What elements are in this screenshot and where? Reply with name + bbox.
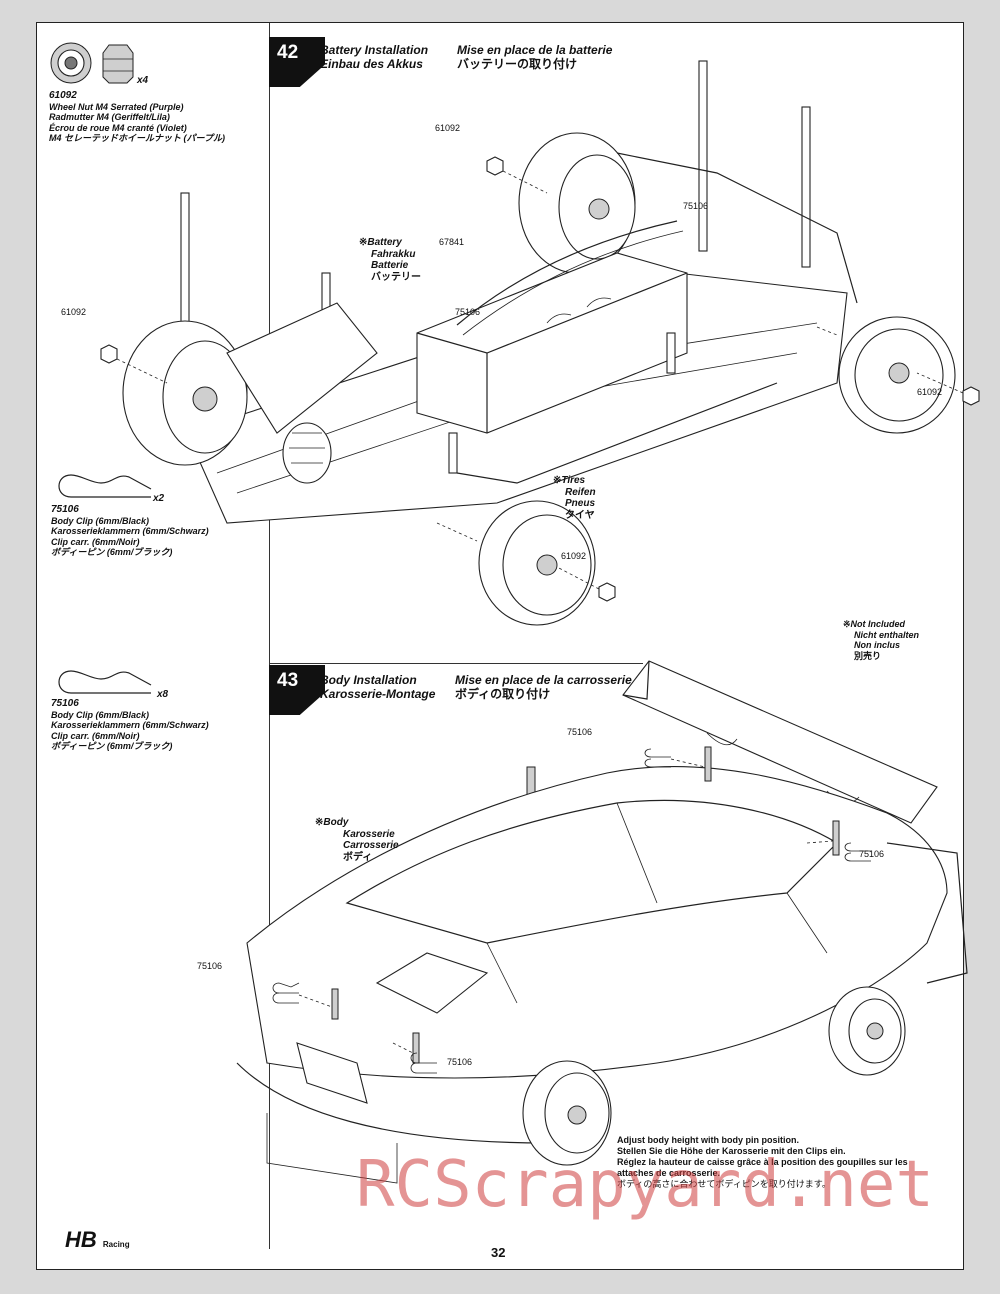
note-line-de: Reifen (565, 486, 596, 498)
callout-body-clip: 75106 (447, 1057, 473, 1067)
callout-wheel-nut: 61092 (561, 551, 587, 561)
wheel-nut-quantity: x4 (137, 75, 149, 86)
note-line-fr: Batterie (371, 260, 409, 271)
step-42-title-en: Battery Installation (320, 43, 429, 57)
note-line-en: Not Included (850, 619, 906, 629)
wheel-nut-part: 61092 Wheel Nut M4 Serrated (Purple) Rad… (49, 90, 225, 144)
part-name-en: Wheel Nut M4 Serrated (Purple) (49, 101, 184, 112)
body-clip-part: 75106 Body Clip (6mm/Black) Karosseriekl… (51, 698, 209, 752)
wheel-nut-icon (50, 42, 134, 84)
body-clip-quantity: x2 (153, 493, 165, 504)
note-line-jp: バッテリー (371, 271, 421, 283)
step-number: 43 (277, 670, 299, 691)
callout-wheel-nut: 61092 (435, 123, 461, 133)
note-line-jp: タイヤ (565, 509, 595, 521)
logo-sub: Racing (102, 1240, 130, 1249)
battery-note: ※Battery Fahrakku Batterie バッテリー (359, 237, 421, 283)
callout-body-clip: 75106 (683, 201, 709, 211)
column-divider (269, 23, 270, 1249)
logo-text: HB (65, 1227, 97, 1252)
part-name-en: Body Clip (6mm/Black) (51, 515, 150, 526)
part-name-fr: Écrou de roue M4 cranté (Violet) (49, 122, 187, 133)
step-43-title-jp: ボディの取り付け (455, 687, 551, 701)
step-number: 42 (277, 42, 299, 63)
note-line-jp: 別売り (854, 650, 882, 661)
step-42-title-fr: Mise en place de la batterie (457, 43, 613, 57)
note-line-de: Stellen Sie die Höhe der Karosserie mit … (617, 1146, 846, 1156)
note-line-en: Battery (367, 237, 402, 248)
body-clip-quantity: x8 (157, 689, 169, 700)
step-42-title-jp: バッテリーの取り付け (457, 57, 578, 71)
step-divider (269, 663, 643, 664)
step-43-title-fr: Mise en place de la carrosserie (455, 673, 632, 687)
note-line-fr: Réglez la hauteur de caisse grâce à la p… (617, 1157, 908, 1178)
note-line-de: Fahrakku (371, 248, 416, 260)
brand-logo: HB Racing (65, 1227, 130, 1253)
body-note: ※Body Karosserie Carrosserie ボディ (315, 817, 399, 863)
part-name-de: Karosserieklammern (6mm/Schwarz) (51, 526, 209, 536)
part-number: 75106 (51, 698, 79, 709)
part-name-en: Body Clip (6mm/Black) (51, 709, 150, 720)
part-number: 61092 (49, 90, 77, 101)
part-name-jp: ボディーピン (6mm/ブラック) (51, 741, 173, 751)
note-line-fr: Carrosserie (343, 840, 399, 851)
body-clip-icon (58, 474, 152, 498)
callout-body-clip: 75106 (455, 307, 481, 317)
part-number: 75106 (51, 504, 79, 515)
part-name-jp: ボディーピン (6mm/ブラック) (51, 547, 173, 557)
manual-page: x4 61092 Wheel Nut M4 Serrated (Purple) … (36, 22, 980, 1270)
callout-body-clip: 75106 (859, 849, 885, 859)
body-clip-part: 75106 Body Clip (6mm/Black) Karosseriekl… (51, 504, 209, 558)
callout-wheel-nut: 61092 (61, 307, 87, 317)
note-line-de: Karosserie (343, 828, 395, 840)
not-included-note: ※Not Included Nicht enthalten Non inclus… (843, 619, 920, 661)
part-name-de: Karosserieklammern (6mm/Schwarz) (51, 720, 209, 730)
part-name-de: Radmutter M4 (Geriffelt/Lila) (49, 112, 170, 122)
note-line-fr: Pneus (565, 498, 596, 509)
body-clip-icon (58, 670, 152, 694)
adjust-height-note: Adjust body height with body pin positio… (617, 1135, 917, 1190)
note-line-fr: Non inclus (854, 640, 901, 650)
part-name-fr: Clip carr. (6mm/Noir) (51, 730, 140, 741)
chassis-battery-illustration (100, 60, 980, 626)
note-line-jp: ボディの高さに合わせてボディピンを取り付けます。 (617, 1179, 831, 1189)
callout-strap: 67841 (439, 237, 465, 247)
car-body-illustration (236, 660, 968, 1184)
callout-wheel-nut: 61092 (917, 387, 943, 397)
part-name-jp: M4 セレーテッドホイールナット (パープル) (49, 133, 225, 143)
page-number: 32 (491, 1245, 506, 1260)
step-43-title-en: Body Installation (320, 673, 417, 687)
note-line-en: Adjust body height with body pin positio… (617, 1135, 799, 1145)
part-name-fr: Clip carr. (6mm/Noir) (51, 536, 140, 547)
note-line-de: Nicht enthalten (854, 629, 920, 640)
callout-body-clip: 75106 (197, 961, 223, 971)
note-line-en: Tires (561, 475, 586, 486)
note-line-jp: ボディ (343, 851, 373, 863)
step-43-title-de: Karosserie-Montage (320, 687, 436, 701)
watermark: RCScrapyard.net (356, 1148, 934, 1222)
callout-body-clip: 75106 (567, 727, 593, 737)
tires-note: ※Tires Reifen Pneus タイヤ (553, 475, 596, 521)
note-line-en: Body (323, 817, 349, 828)
step-42-title-de: Einbau des Akkus (320, 57, 423, 71)
